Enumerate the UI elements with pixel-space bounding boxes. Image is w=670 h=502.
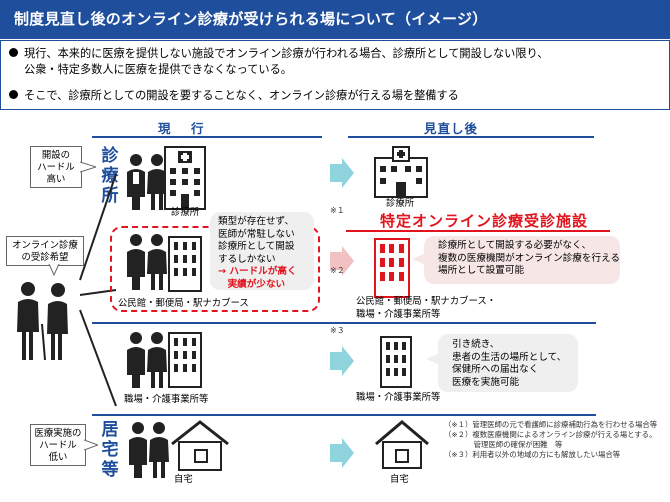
workplace-description: 引き続き、患者の生活の場所として、保健所への届出なく医療を実施可能	[438, 334, 578, 392]
patient-wish-bubble: オンライン診療の受診希望	[6, 236, 84, 266]
bubble-pointer-icon	[48, 264, 60, 276]
elderly-patients-icon	[17, 282, 68, 361]
summary-bullet-1: 現行、本来的に医療を提供しない施設でオンライン診療が行われる場合、診療所として開…	[9, 46, 548, 61]
footnotes: （※１）管理医師の元で看護師に診療補助行為を行わせる場合等 （※２）複数医療機関…	[444, 420, 658, 459]
bullet-dot-icon	[9, 90, 18, 99]
special-facility-title: 特定オンライン診療受診施設	[380, 212, 589, 230]
house-icon	[171, 420, 229, 471]
mark-3: ※３	[330, 326, 345, 335]
divider-line-lower	[92, 414, 596, 416]
office-building-icon	[168, 236, 202, 292]
public-facility-label: 公民館・郵便局・駅ナカブース	[118, 298, 249, 309]
special-facility-building-icon	[374, 238, 410, 298]
bubble-pointer-icon	[412, 253, 426, 265]
divider-line-upper	[92, 322, 596, 324]
home-vertical-label: 居宅等	[101, 420, 119, 480]
office-building-icon	[380, 336, 412, 388]
transition-arrow-icon	[330, 438, 354, 468]
special-facility-underline	[346, 230, 610, 232]
transition-arrow-icon	[330, 246, 354, 276]
summary-bullet-2: そこで、診療所としての開設を要することなく、オンライン診療が行える場を整備する	[9, 88, 459, 103]
clinic-vertical-label: 診療所	[101, 146, 119, 206]
special-facility-label-1: 公民館・郵便局・駅ナカブース・	[356, 296, 497, 307]
hospital-building-icon	[374, 146, 428, 198]
column-revised-title: 見直し後	[424, 121, 479, 136]
transition-arrow-icon	[330, 346, 354, 376]
bubble-pointer-icon	[426, 353, 440, 365]
workplace-label-revised: 職場・介護事業所等	[356, 392, 441, 403]
clinic-label: 診療所	[171, 207, 200, 218]
doctor-nurse-icon	[127, 154, 167, 210]
summary-bullet-1-cont: 公衆・特定多数人に医療を提供できなくなっている。	[24, 63, 292, 76]
special-facility-label-2: 職場・介護事業所等	[356, 309, 441, 320]
page-title: 制度見直し後のオンライン診療が受けられる場について（イメージ）	[0, 0, 670, 39]
clinic-hurdle-note: 開設のハードル高い	[30, 146, 82, 188]
special-facility-description: 診療所として開設する必要がなく、複数の医療機関がオンライン診療を行える場所として…	[424, 236, 620, 284]
workplace-label-current: 職場・介護事業所等	[124, 394, 209, 405]
doctor-nurse-icon	[127, 234, 167, 290]
bubble-pointer-icon	[80, 161, 96, 173]
clinic-label-revised: 診療所	[386, 198, 415, 209]
column-current-title: 現 行	[158, 121, 208, 136]
bubble-pointer-icon	[84, 439, 98, 451]
office-building-icon	[168, 332, 202, 388]
home-label-revised: 自宅	[390, 474, 409, 485]
no-category-explanation: 類型が存在せず、医師が常駐しない診療所として開設するしかない → ハードルが高く…	[210, 212, 314, 290]
doctor-nurse-icon	[129, 422, 169, 478]
column-revised-underline	[348, 136, 594, 138]
column-current-underline	[92, 136, 322, 138]
hospital-building-icon	[164, 146, 206, 210]
bullet-dot-icon	[9, 48, 18, 57]
mark-1: ※１	[330, 206, 345, 215]
mark-2: ※２	[330, 266, 345, 275]
transition-arrow-icon	[330, 158, 354, 188]
summary-box: 現行、本来的に医療を提供しない施設でオンライン診療が行われる場合、診療所として開…	[0, 40, 670, 110]
home-label-current: 自宅	[174, 474, 193, 485]
house-icon	[375, 420, 429, 469]
doctor-nurse-icon	[127, 332, 167, 388]
home-hurdle-note: 医療実施のハードル低い	[30, 424, 86, 466]
